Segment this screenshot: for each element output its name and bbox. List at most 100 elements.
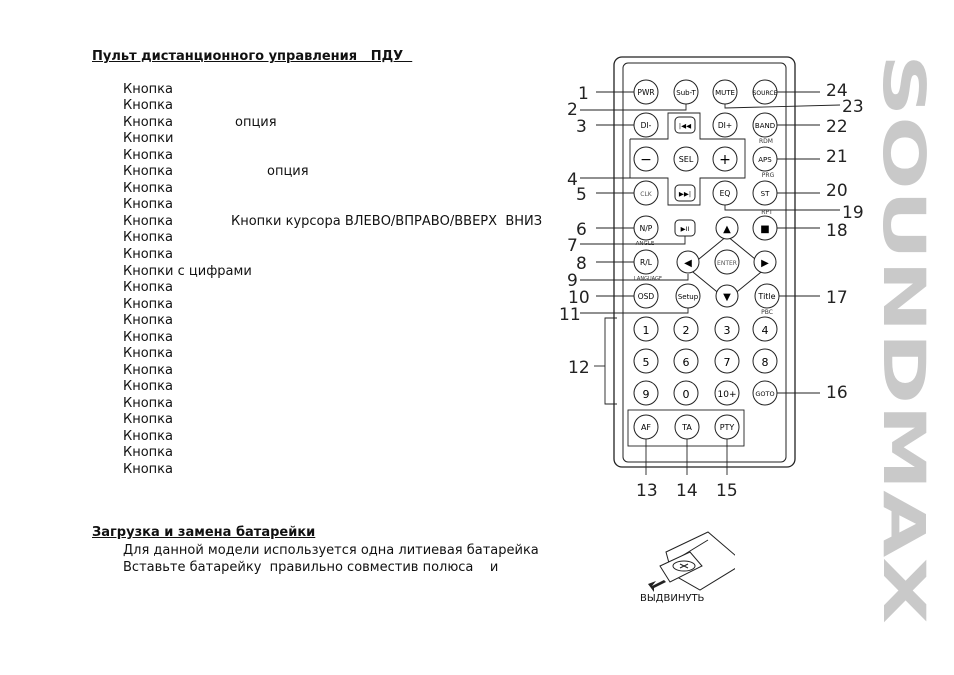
previous-track-button[interactable]: |◀◀: [674, 116, 696, 134]
digit-6-button[interactable]: 6: [673, 348, 699, 374]
volume-down-button[interactable]: −: [633, 146, 659, 172]
digit-1-button[interactable]: 1: [633, 316, 659, 342]
svg-text:AF: AF: [641, 423, 651, 432]
osd-button[interactable]: OSD: [633, 283, 659, 309]
svg-text:3: 3: [576, 117, 587, 137]
callout-lines: [580, 91, 841, 475]
svg-text:8: 8: [762, 356, 769, 369]
volume-up-button[interactable]: +: [712, 146, 738, 172]
svg-text:20: 20: [826, 181, 848, 201]
cursor-left-button[interactable]: ◀: [676, 250, 700, 274]
svg-text:R/L: R/L: [640, 258, 653, 267]
digit-3-button[interactable]: 3: [714, 316, 740, 342]
mute-button[interactable]: MUTE: [712, 79, 738, 105]
battery-cell: [672, 560, 696, 572]
svg-text:DI+: DI+: [718, 121, 732, 130]
svg-text:8: 8: [576, 254, 587, 274]
digit-9-button[interactable]: 9: [633, 380, 659, 406]
svg-text:5: 5: [643, 356, 650, 369]
section-title-battery: Загрузка и замена батарейки: [92, 525, 316, 540]
svg-text:22: 22: [826, 117, 848, 137]
svg-text:GOTO: GOTO: [755, 390, 774, 398]
svg-text:17: 17: [826, 288, 848, 308]
svg-text:7: 7: [567, 236, 578, 256]
svg-text:11: 11: [560, 305, 581, 325]
digit-0-button[interactable]: 0: [673, 380, 699, 406]
svg-text:▶: ▶: [761, 258, 769, 269]
pty-button[interactable]: PTY: [714, 414, 740, 440]
svg-text:ST: ST: [761, 190, 770, 198]
digit-7-button[interactable]: 7: [714, 348, 740, 374]
title-button[interactable]: Title: [754, 283, 780, 309]
svg-text:10: 10: [568, 288, 590, 308]
dim-minus-button[interactable]: DI-: [633, 112, 659, 138]
svg-text:▲: ▲: [723, 224, 731, 235]
aps-button[interactable]: APS: [752, 146, 778, 172]
svg-text:9: 9: [643, 388, 650, 401]
svg-text:▼: ▼: [723, 292, 731, 303]
af-button[interactable]: AF: [633, 414, 659, 440]
pwr-button[interactable]: PWR: [633, 79, 659, 105]
prg-sublabel: PRG: [762, 172, 775, 179]
svg-text:SOURCE: SOURCE: [753, 90, 778, 97]
section-title-remote: Пульт дистанционного управления ПДУ: [92, 49, 413, 64]
stop-button[interactable]: ■: [752, 215, 778, 241]
cursor-down-button[interactable]: ▼: [715, 284, 739, 308]
svg-text:■: ■: [760, 224, 769, 235]
subtitle-button[interactable]: Sub-T: [673, 79, 699, 105]
ntsc-pal-button[interactable]: N/P: [633, 215, 659, 241]
svg-text:SEL: SEL: [679, 155, 694, 164]
svg-text:MUTE: MUTE: [715, 89, 735, 97]
svg-text:OSD: OSD: [638, 292, 655, 301]
svg-text:|◀◀: |◀◀: [679, 122, 691, 130]
svg-text:4: 4: [567, 170, 578, 190]
digit-8-button[interactable]: 8: [752, 348, 778, 374]
eject-arrow-icon: [648, 580, 666, 592]
setup-button[interactable]: Setup: [675, 283, 701, 309]
ta-button[interactable]: TA: [674, 414, 700, 440]
svg-text:14: 14: [676, 481, 698, 501]
svg-text:SOUNDMAX: SOUNDMAX: [872, 54, 932, 624]
svg-text:0: 0: [683, 388, 690, 401]
svg-text:N/P: N/P: [640, 224, 653, 233]
svg-text:Title: Title: [757, 292, 775, 301]
equalizer-button[interactable]: EQ: [712, 180, 738, 206]
clock-button[interactable]: CLK: [633, 180, 659, 206]
band-button[interactable]: BAND: [752, 112, 778, 138]
svg-text:6: 6: [683, 356, 690, 369]
svg-text:▶▶|: ▶▶|: [679, 190, 691, 198]
svg-text:−: −: [640, 152, 652, 168]
rdm-sublabel: RDM: [759, 138, 773, 145]
svg-text:ENTER: ENTER: [717, 260, 737, 267]
digit-5-button[interactable]: 5: [633, 348, 659, 374]
plus-ten-button[interactable]: 10+: [714, 380, 740, 406]
svg-text:16: 16: [826, 383, 848, 403]
svg-text:▶II: ▶II: [681, 225, 690, 233]
cursor-right-button[interactable]: ▶: [753, 250, 777, 274]
dim-plus-button[interactable]: DI+: [712, 112, 738, 138]
svg-text:12: 12: [568, 358, 590, 378]
svg-text:APS: APS: [758, 156, 772, 164]
stereo-button[interactable]: ST: [752, 180, 778, 206]
digit-2-button[interactable]: 2: [673, 316, 699, 342]
source-button[interactable]: SOURCE: [752, 79, 778, 105]
cursor-up-button[interactable]: ▲: [715, 216, 739, 240]
digit-4-button[interactable]: 4: [752, 316, 778, 342]
rl-button[interactable]: R/L: [633, 249, 659, 275]
play-pause-button[interactable]: ▶II: [674, 219, 696, 237]
svg-text:6: 6: [576, 220, 587, 240]
svg-text:7: 7: [724, 356, 731, 369]
svg-text:3: 3: [724, 324, 731, 337]
callout-numbers: 1 2 3 4 5 6 7 8 9 10 11 12 13 14 15 16 1…: [560, 81, 864, 501]
battery-paragraph-1: Для данной модели используется одна лити…: [123, 543, 539, 558]
select-button[interactable]: SEL: [673, 146, 699, 172]
svg-text:19: 19: [842, 203, 864, 223]
rpt-sublabel: RPT: [761, 209, 773, 216]
svg-text:DI-: DI-: [641, 121, 652, 130]
next-track-button[interactable]: ▶▶|: [674, 184, 696, 202]
svg-text:18: 18: [826, 221, 848, 241]
enter-button[interactable]: ENTER: [714, 249, 740, 275]
svg-text:PWR: PWR: [637, 88, 654, 97]
battery-illustration: ВЫДВИНУТЬ: [640, 531, 735, 604]
goto-button[interactable]: GOTO: [752, 380, 778, 406]
